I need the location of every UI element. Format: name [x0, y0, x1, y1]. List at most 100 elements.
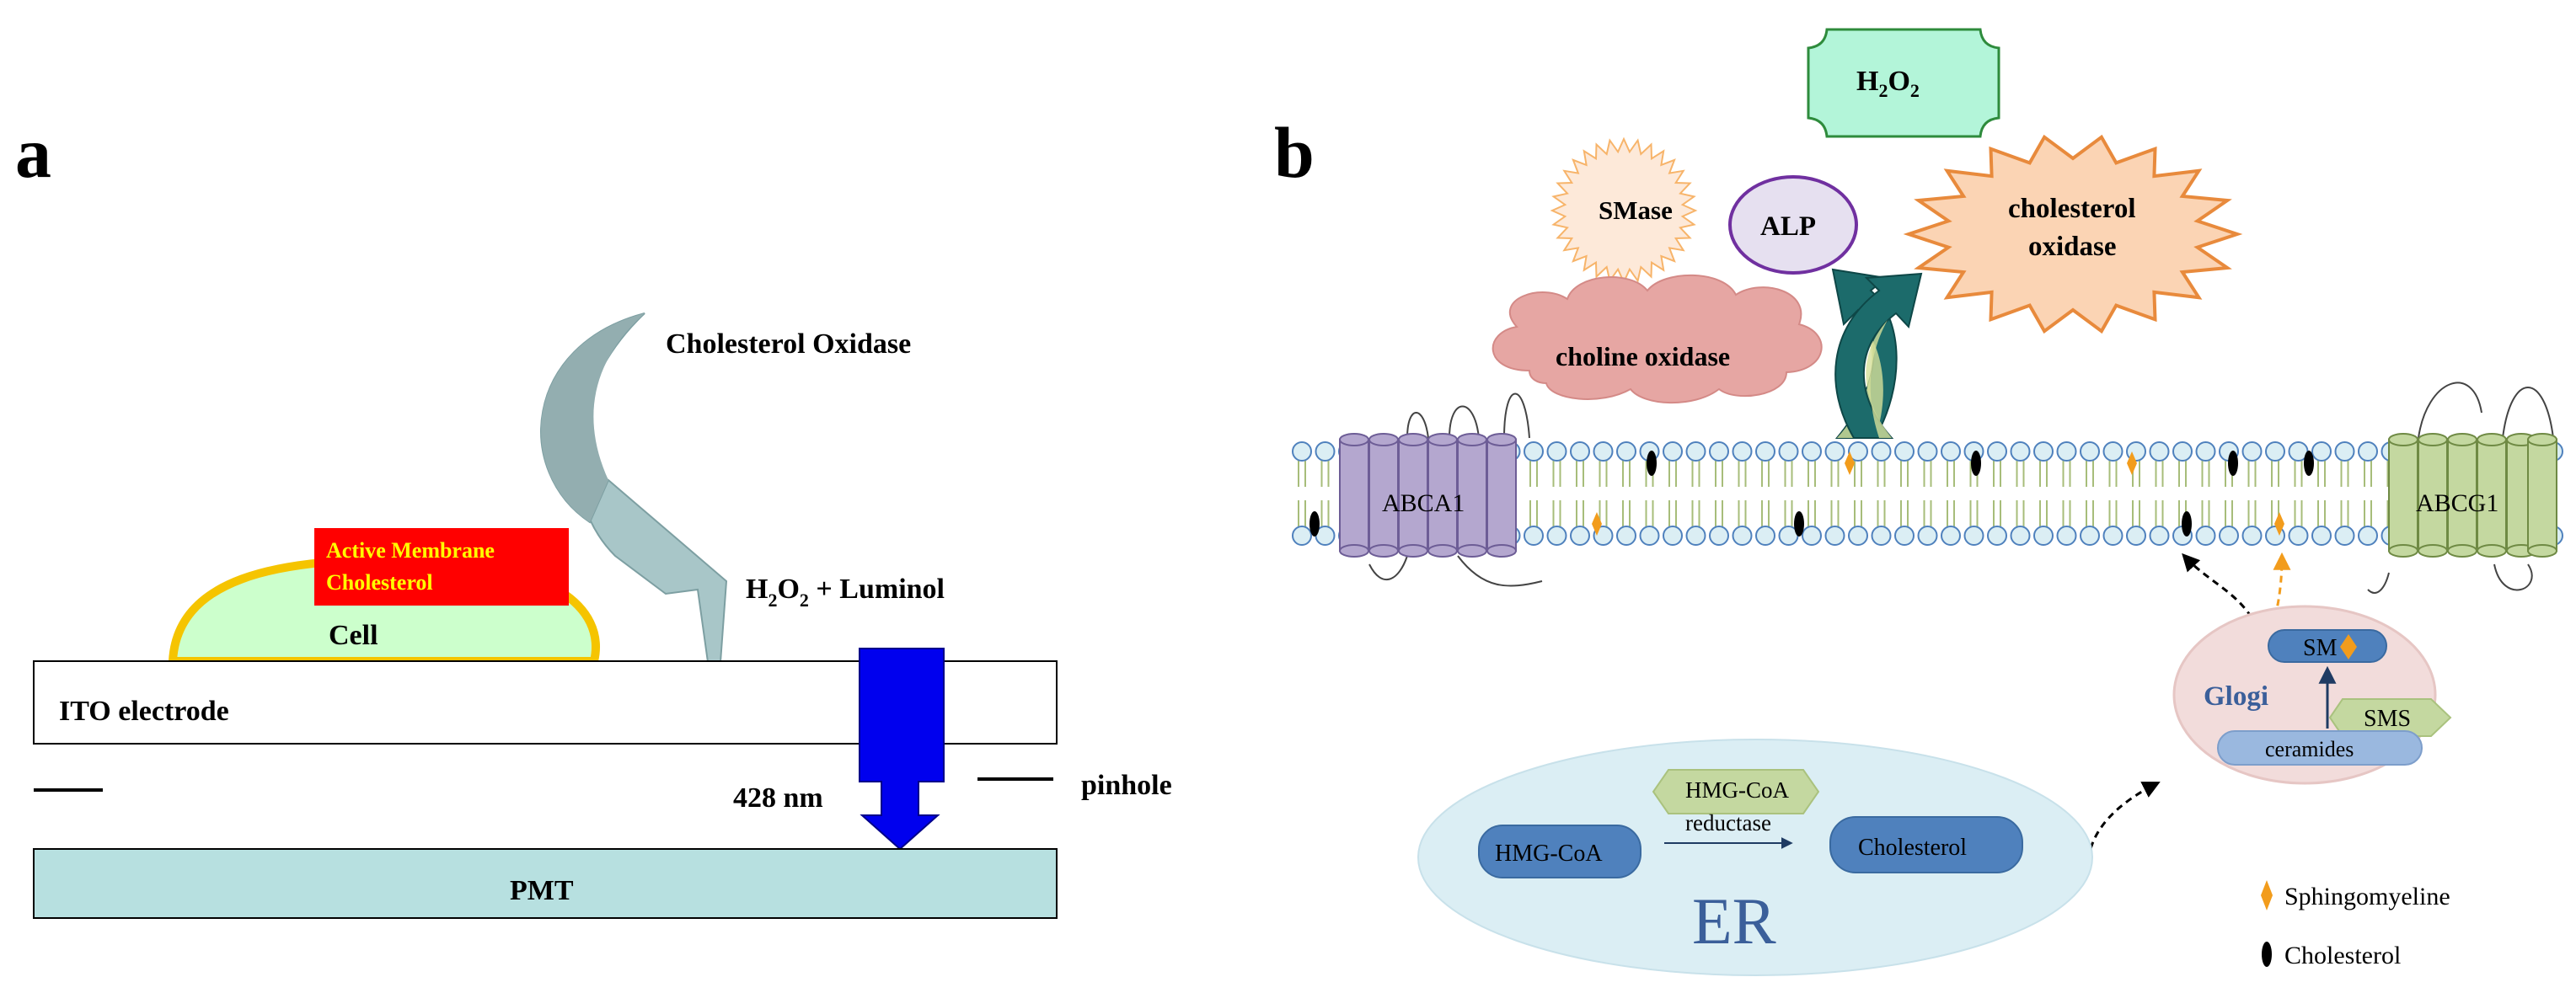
lipid-head [1987, 441, 2007, 462]
dashed-arrow-er-golgi [2086, 782, 2161, 873]
helix-cap [1339, 544, 1369, 558]
lipid-head [1871, 526, 1892, 546]
lipid-head [1941, 526, 1961, 546]
golgi-label: Glogi [2204, 681, 2268, 712]
helix-cap [2447, 544, 2477, 558]
helix-cap [1339, 433, 1369, 446]
pinhole-label: pinhole [1081, 770, 1172, 801]
panel-b: b H2O2 SMase ALP cholesterol oxidase cho… [1274, 28, 2563, 976]
cholesterol-marker [1647, 451, 1657, 476]
lipid-head [1802, 441, 1822, 462]
choline-label: choline oxidase [1556, 341, 1730, 371]
lipid-head [2056, 441, 2077, 462]
helix-cap [2418, 433, 2448, 446]
lipid-head [2126, 526, 2146, 546]
cholox-label-line1: cholesterol [2008, 194, 2136, 224]
lipid-head [2149, 441, 2170, 462]
lipid-head [2288, 526, 2309, 546]
helix-cap [1368, 544, 1399, 558]
lipid-head [1755, 526, 1775, 546]
lipid-head [2033, 441, 2054, 462]
membrane-label-line1: Active Membrane [326, 538, 495, 563]
lipid-head [2172, 441, 2193, 462]
helix-cap [2477, 433, 2507, 446]
lipid-head [2241, 441, 2263, 462]
lipid-head [2080, 441, 2100, 462]
cholox-label-line2: oxidase [2028, 232, 2117, 262]
panel-b-label: b [1274, 112, 1315, 193]
alp-label: ALP [1760, 211, 1816, 242]
smase-burst [1550, 136, 1698, 285]
sphingomyeline-marker [2274, 512, 2284, 536]
sm-diamond-icon [2340, 634, 2357, 659]
abca1-label: ABCA1 [1382, 489, 1465, 517]
smase-label: SMase [1599, 195, 1673, 225]
wavelength-label: 428 nm [733, 782, 823, 814]
lipid-head [2241, 526, 2263, 546]
lipid-head [1292, 441, 1312, 462]
helix-cap [2388, 433, 2418, 446]
lipid-head [2010, 441, 2031, 462]
lipid-head [1778, 441, 1799, 462]
helix-cap [2388, 544, 2418, 558]
helix-cap [1457, 544, 1487, 558]
lipid-head [1894, 526, 1915, 546]
cholesterol-marker [2304, 451, 2314, 476]
lipid-head [1824, 441, 1845, 462]
helix-cap [1486, 433, 1517, 446]
choline-oxidase-cloud [1492, 274, 1823, 404]
helix-cap [1398, 544, 1428, 558]
lipid-head [1917, 441, 1938, 462]
membrane-label-line2: Cholesterol [326, 570, 433, 595]
sm-label: SM [2303, 635, 2338, 661]
panel-a: a Cholesterol Oxidase Cell Active Membra… [15, 112, 1172, 919]
abcg1-label: ABCG1 [2416, 489, 2498, 517]
lipid-head [2195, 441, 2216, 462]
er-label: ER [1692, 884, 1776, 958]
helix-cap [2447, 433, 2477, 446]
helix-cap [1427, 544, 1458, 558]
transmembrane-helix [1427, 439, 1458, 552]
lipid-head [1292, 526, 1312, 546]
sphingomyeline-marker [2127, 451, 2137, 475]
legend-cholesterol-label: Cholesterol [2284, 942, 2401, 969]
lipid-head [1570, 526, 1590, 546]
lipid-head [1546, 526, 1567, 546]
lipid-head [1685, 441, 1706, 462]
cholesterol-marker [2228, 451, 2238, 476]
helix-cap [1457, 433, 1487, 446]
electrode-label: ITO electrode [59, 696, 229, 727]
lipid-head [2033, 526, 2054, 546]
lipid-head [1755, 441, 1775, 462]
lipid-head [1894, 441, 1915, 462]
cholesterol-pill [1829, 816, 2023, 873]
transmembrane-helix [2447, 439, 2477, 552]
lipid-head [1616, 441, 1636, 462]
er-body [1417, 739, 2093, 976]
cholesterol-marker [1971, 451, 1981, 476]
lipid-head [1871, 441, 1892, 462]
alp-ellipse [1728, 175, 1858, 275]
lipid-head [1709, 441, 1729, 462]
cholesterol-marker [2182, 511, 2192, 537]
lipid-head [2219, 526, 2239, 546]
lipid-head [1941, 441, 1961, 462]
legend-sphingomyeline-label: Sphingomyeline [2284, 883, 2450, 910]
transmembrane-helix [2527, 439, 2557, 552]
lipid-head [1848, 526, 1868, 546]
lipid-head [2265, 441, 2285, 462]
transmembrane-helix [1486, 439, 1517, 552]
hmgcoa-label: HMG-CoA [1495, 841, 1603, 867]
lipid-head [1546, 441, 1567, 462]
oxidase-arrow-shade [541, 313, 645, 522]
oxidase-label: Cholesterol Oxidase [666, 328, 911, 360]
sphingomyeline-marker [1592, 512, 1602, 536]
abca1-transporter: ABCA1 [1339, 392, 1543, 587]
lipid-head [2102, 441, 2123, 462]
helix-cap [1368, 433, 1399, 446]
lipid-head [2010, 526, 2031, 546]
legend-cholesterol-icon [2262, 942, 2272, 967]
lipid-head [1315, 441, 1336, 462]
